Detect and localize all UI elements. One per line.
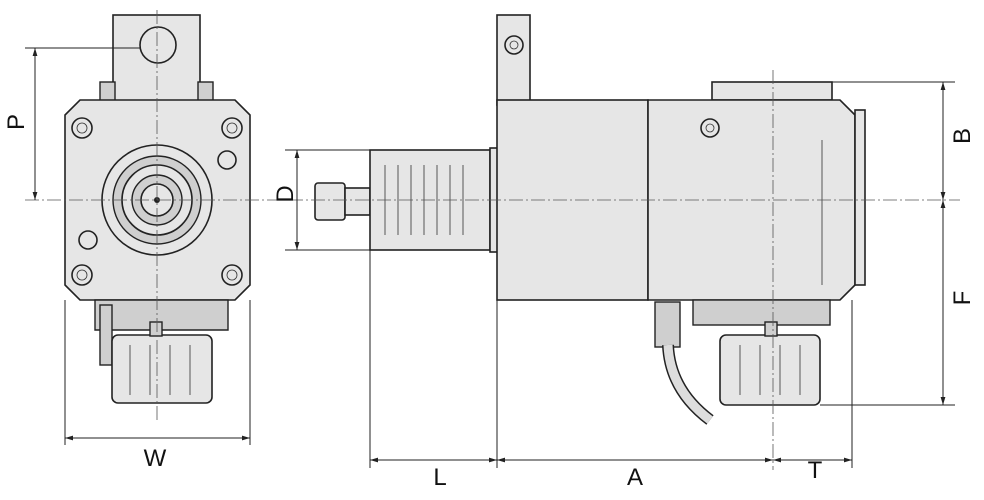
- dim-label-p: P: [3, 114, 30, 130]
- bolt-icons: [71, 117, 243, 286]
- front-base: [94, 299, 229, 331]
- side-bracket: [496, 14, 531, 106]
- cable-fitting: [654, 301, 681, 348]
- dim-label-b: B: [949, 128, 976, 144]
- dim-label-t: T: [808, 457, 823, 484]
- dim-label-l: L: [433, 464, 446, 491]
- top-plate: [711, 81, 833, 101]
- front-collet-nut: [111, 334, 213, 404]
- shank-tip: [314, 182, 346, 221]
- bracket-hole-icon: [139, 26, 177, 64]
- dim-label-a: A: [627, 464, 643, 491]
- side-view: [314, 14, 866, 425]
- dim-label-f: F: [949, 291, 976, 306]
- bottom-base: [692, 299, 831, 326]
- front-view: [64, 14, 251, 404]
- dim-label-d: D: [272, 185, 299, 202]
- dimension-lines: [25, 47, 955, 468]
- dim-label-w: W: [144, 445, 167, 472]
- side-collet-nut: [719, 334, 821, 406]
